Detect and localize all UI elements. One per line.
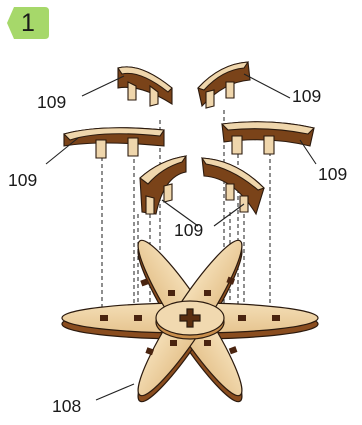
label-109-mid-left: 109 bbox=[8, 172, 37, 190]
label-108: 108 bbox=[52, 398, 81, 416]
part-109-mid-left bbox=[64, 128, 164, 158]
part-109-lower-right bbox=[202, 158, 264, 214]
part-109-lower-left bbox=[140, 156, 186, 214]
label-109-top-right: 109 bbox=[292, 88, 321, 106]
part-109-mid-right bbox=[222, 122, 314, 154]
label-109-mid-right: 109 bbox=[318, 166, 347, 184]
part-109-top-left bbox=[118, 67, 172, 106]
label-109-center: 109 bbox=[174, 222, 203, 240]
part-109-top-right bbox=[198, 62, 250, 108]
base-part-108 bbox=[62, 232, 318, 410]
label-109-top-left: 109 bbox=[37, 94, 66, 112]
